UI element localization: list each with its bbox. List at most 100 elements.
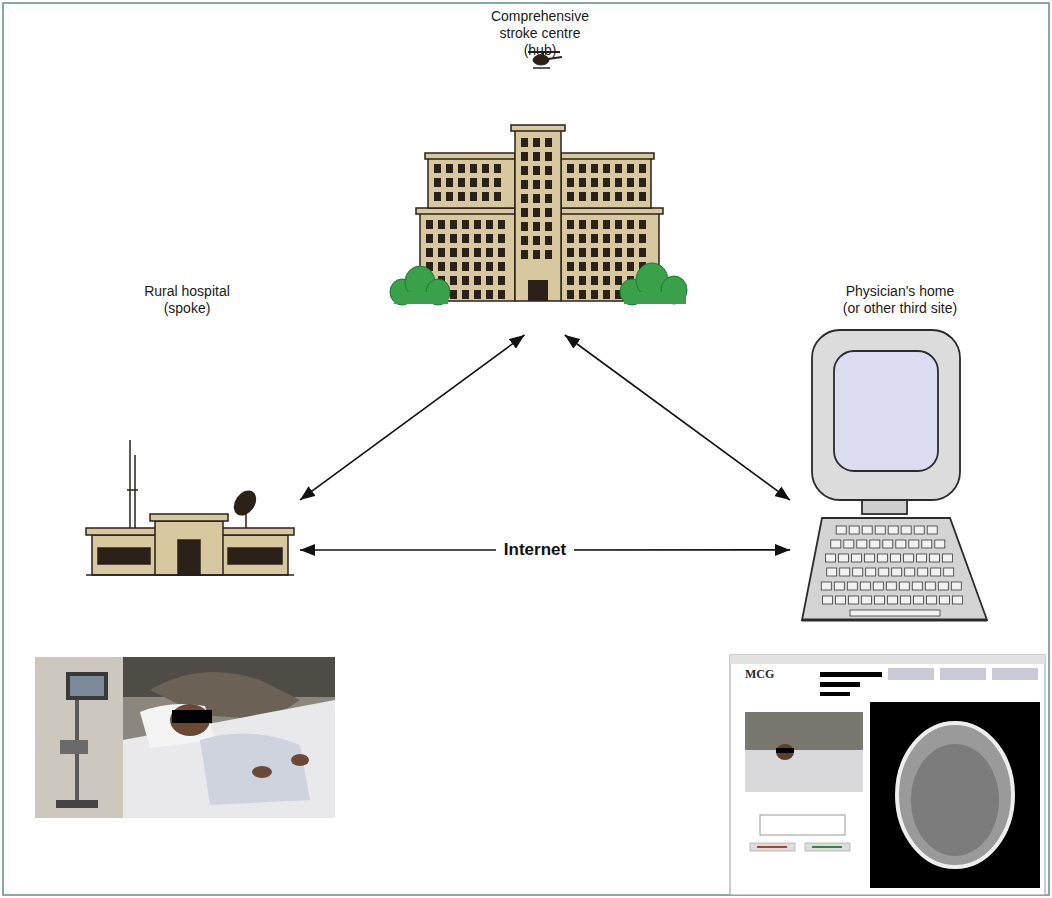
window xyxy=(521,236,528,245)
button xyxy=(750,843,795,851)
window xyxy=(603,192,610,201)
key xyxy=(925,582,935,590)
key xyxy=(836,526,846,534)
ledge xyxy=(425,153,515,159)
key xyxy=(935,540,945,548)
key xyxy=(917,554,927,562)
window xyxy=(603,164,610,173)
key xyxy=(931,568,941,576)
building-body xyxy=(92,535,288,575)
node-heading: Rural hospital (spoke) xyxy=(127,283,247,317)
key xyxy=(888,526,898,534)
ledge xyxy=(416,208,515,214)
window xyxy=(426,234,433,243)
cart-screen xyxy=(70,676,104,696)
screen xyxy=(834,351,938,471)
window xyxy=(474,248,481,257)
window xyxy=(426,248,433,257)
window xyxy=(545,208,552,217)
window xyxy=(567,220,574,229)
window xyxy=(521,152,528,161)
key xyxy=(826,554,836,562)
key xyxy=(836,596,846,604)
window xyxy=(567,234,574,243)
window xyxy=(458,164,465,173)
redaction-bar xyxy=(820,682,860,687)
key xyxy=(847,582,857,590)
window xyxy=(533,222,540,231)
key xyxy=(860,582,870,590)
window xyxy=(474,276,481,285)
window xyxy=(639,164,646,173)
window xyxy=(450,234,457,243)
door xyxy=(178,540,200,575)
window xyxy=(446,192,453,201)
window xyxy=(486,290,493,299)
key xyxy=(891,554,901,562)
key xyxy=(873,582,883,590)
window xyxy=(603,290,610,299)
window xyxy=(591,234,598,243)
window xyxy=(486,248,493,257)
key xyxy=(862,596,872,604)
window xyxy=(498,262,505,271)
window xyxy=(450,220,457,229)
window xyxy=(615,248,622,257)
cart-base xyxy=(56,800,98,808)
window xyxy=(591,220,598,229)
window xyxy=(462,290,469,299)
key xyxy=(909,540,919,548)
window xyxy=(591,164,598,173)
window xyxy=(486,276,493,285)
key xyxy=(849,526,859,534)
key xyxy=(875,526,885,534)
window xyxy=(579,290,586,299)
key xyxy=(944,568,954,576)
window xyxy=(591,262,598,271)
tower xyxy=(515,130,561,301)
window xyxy=(458,178,465,187)
window xyxy=(521,166,528,175)
video-patient xyxy=(776,744,794,760)
key xyxy=(918,568,928,576)
key xyxy=(899,582,909,590)
window xyxy=(639,234,646,243)
patient-gown xyxy=(200,734,310,805)
window xyxy=(639,220,646,229)
key xyxy=(866,568,876,576)
button xyxy=(805,843,850,851)
patient-hand xyxy=(252,766,272,778)
central-roof xyxy=(150,514,228,521)
central-block xyxy=(155,521,223,575)
window xyxy=(494,192,501,201)
node-heading: Comprehensive stroke centre (hub) xyxy=(484,8,596,59)
window xyxy=(567,248,574,257)
window xyxy=(567,276,574,285)
window xyxy=(521,138,528,147)
window xyxy=(486,234,493,243)
toolbar xyxy=(730,655,1045,664)
window xyxy=(567,164,574,173)
window xyxy=(591,248,598,257)
key xyxy=(865,554,875,562)
window xyxy=(474,290,481,299)
window xyxy=(615,178,622,187)
window xyxy=(639,178,646,187)
keyboard xyxy=(802,518,987,620)
key xyxy=(834,582,844,590)
key xyxy=(940,596,950,604)
window xyxy=(482,178,489,187)
window xyxy=(482,192,489,201)
window xyxy=(579,178,586,187)
window xyxy=(446,178,453,187)
key xyxy=(831,540,841,548)
antenna xyxy=(129,440,131,528)
key xyxy=(857,540,867,548)
window xyxy=(438,234,445,243)
key xyxy=(896,540,906,548)
window xyxy=(462,248,469,257)
window xyxy=(458,192,465,201)
